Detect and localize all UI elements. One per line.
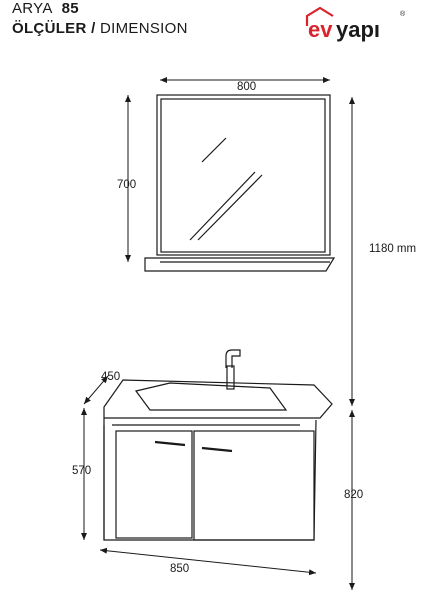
mirror-shelf bbox=[144, 257, 336, 272]
logo-roof-icon bbox=[305, 6, 334, 26]
model-number: 85 bbox=[61, 0, 79, 17]
label-mirror-height: 700 bbox=[117, 179, 136, 191]
cabinet-door-left bbox=[115, 430, 193, 539]
dimension-title: ÖLÇÜLER / DIMENSION bbox=[12, 20, 188, 37]
basin-bowl bbox=[134, 382, 288, 411]
logo-registered: ® bbox=[400, 10, 406, 18]
label-cabinet-total: 820 bbox=[344, 489, 363, 501]
cabinet-body bbox=[103, 418, 317, 541]
label-cabinet-width: 850 bbox=[170, 563, 189, 575]
model-name: ARYA bbox=[12, 0, 53, 17]
mirror-reflection-line bbox=[197, 174, 263, 241]
label-total-height: 1180 mm bbox=[369, 243, 416, 255]
faucet-body bbox=[226, 365, 235, 390]
mirror-reflection-line bbox=[201, 137, 227, 163]
dim-line-cabinet-width bbox=[99, 547, 317, 576]
mirror-frame-outer bbox=[156, 94, 331, 256]
title-bold: ÖLÇÜLER / bbox=[12, 20, 96, 37]
mirror-frame-inner bbox=[160, 98, 326, 253]
label-cabinet-height: 570 bbox=[72, 465, 91, 477]
label-mirror-width: 800 bbox=[237, 81, 256, 93]
title-regular: DIMENSION bbox=[100, 20, 188, 37]
evyapi-logo: ev yapı ® bbox=[305, 6, 406, 42]
cabinet-door-right bbox=[193, 430, 315, 541]
logo-yapi: yapı bbox=[336, 17, 380, 42]
vanity bbox=[103, 349, 333, 541]
model-title: ARYA 85 bbox=[12, 0, 79, 17]
dimension-lines bbox=[81, 77, 355, 590]
mirror bbox=[144, 94, 336, 272]
door-handle-left bbox=[154, 440, 186, 447]
mirror-reflection-line bbox=[189, 171, 256, 241]
dim-line-depth bbox=[83, 375, 109, 405]
label-cabinet-depth: 450 bbox=[101, 371, 120, 383]
faucet-icon bbox=[225, 349, 241, 368]
logo-ev: ev bbox=[308, 17, 333, 42]
door-handle-right bbox=[201, 446, 233, 453]
